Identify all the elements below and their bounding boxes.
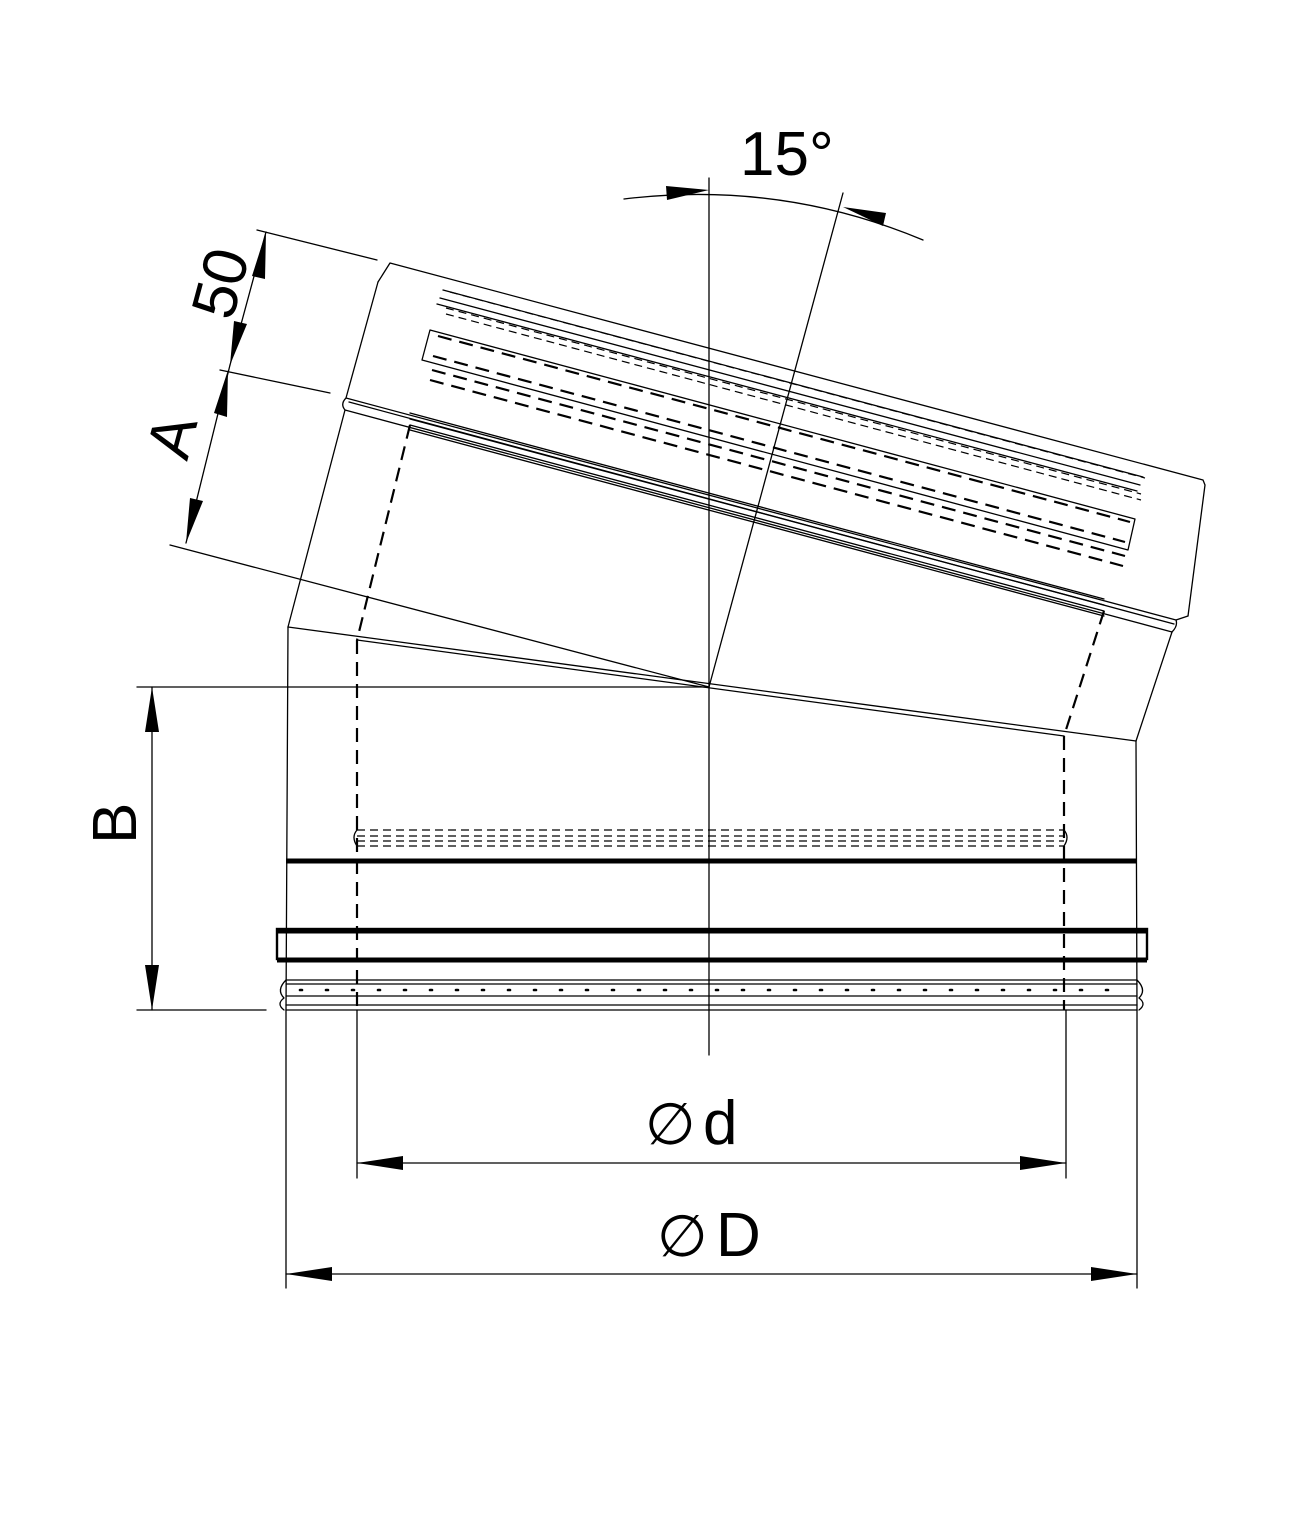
dimension-b-arrow-top [145, 687, 159, 732]
extension-50-bottom [219, 369, 331, 394]
miter-inner [356, 639, 1065, 737]
angle-arrow-right [843, 207, 886, 226]
lower-outer-right-wall [1135, 740, 1138, 1011]
dimension-D-arrow-left [286, 1267, 332, 1281]
dimension-inner-diameter: ∅ d [356, 1009, 1067, 1179]
construction-lines [136, 177, 844, 1056]
dimension-D-symbol: ∅ [657, 1204, 708, 1269]
upper-ring-band [421, 329, 1136, 551]
dimension-50-label: 50 [179, 241, 263, 325]
upper-inner-left-wall [355, 424, 412, 641]
upper-inner-right-wall [1062, 610, 1106, 737]
upper-outer-left-wall [287, 409, 346, 628]
lower-outer-left-wall [285, 626, 289, 1011]
upper-outer-top-edge [377, 262, 1206, 617]
angle-arc [623, 193, 924, 241]
lower-pipe-section [275, 626, 1149, 1011]
dimension-a-label: A [134, 407, 212, 465]
dimension-a: A [134, 364, 231, 544]
dimension-outer-diameter: ∅ D [285, 1009, 1138, 1289]
dimension-d-label: d [703, 1089, 737, 1158]
angle-label: 15° [740, 120, 834, 189]
dimension-b: B [81, 686, 267, 1011]
upper-outer-left-short-edge [345, 281, 379, 399]
angle-arrow-left [666, 186, 709, 200]
dimension-D-label: D [716, 1201, 761, 1270]
dimension-b-label: B [81, 803, 150, 844]
dimension-d-symbol: ∅ [645, 1092, 696, 1157]
sleeve-line-2 [439, 297, 1141, 486]
upper-pipe-section [287, 262, 1206, 742]
tilted-centerline [708, 192, 844, 688]
dimension-50: 50 [179, 229, 378, 394]
dimension-d-arrow-left [357, 1156, 403, 1170]
dimension-a-arrow-bottom [186, 498, 203, 543]
dimension-b-arrow-bottom [145, 965, 159, 1010]
angle-dimension: 15° [623, 120, 924, 241]
dimension-d-arrow-right [1020, 1156, 1066, 1170]
dimension-a-arrow-top [214, 370, 228, 417]
extension-50-top [256, 229, 378, 261]
miter-outer [287, 626, 1137, 742]
dimension-50-arrow-top [252, 232, 266, 279]
dimension-50-arrow-bottom [230, 321, 247, 365]
dimension-D-arrow-right [1091, 1267, 1137, 1281]
upper-outer-right-wall [1135, 631, 1173, 742]
miter-joint [287, 626, 1137, 742]
bend-point-tilted-line [169, 544, 710, 688]
sleeve-line-3 [436, 303, 1138, 492]
